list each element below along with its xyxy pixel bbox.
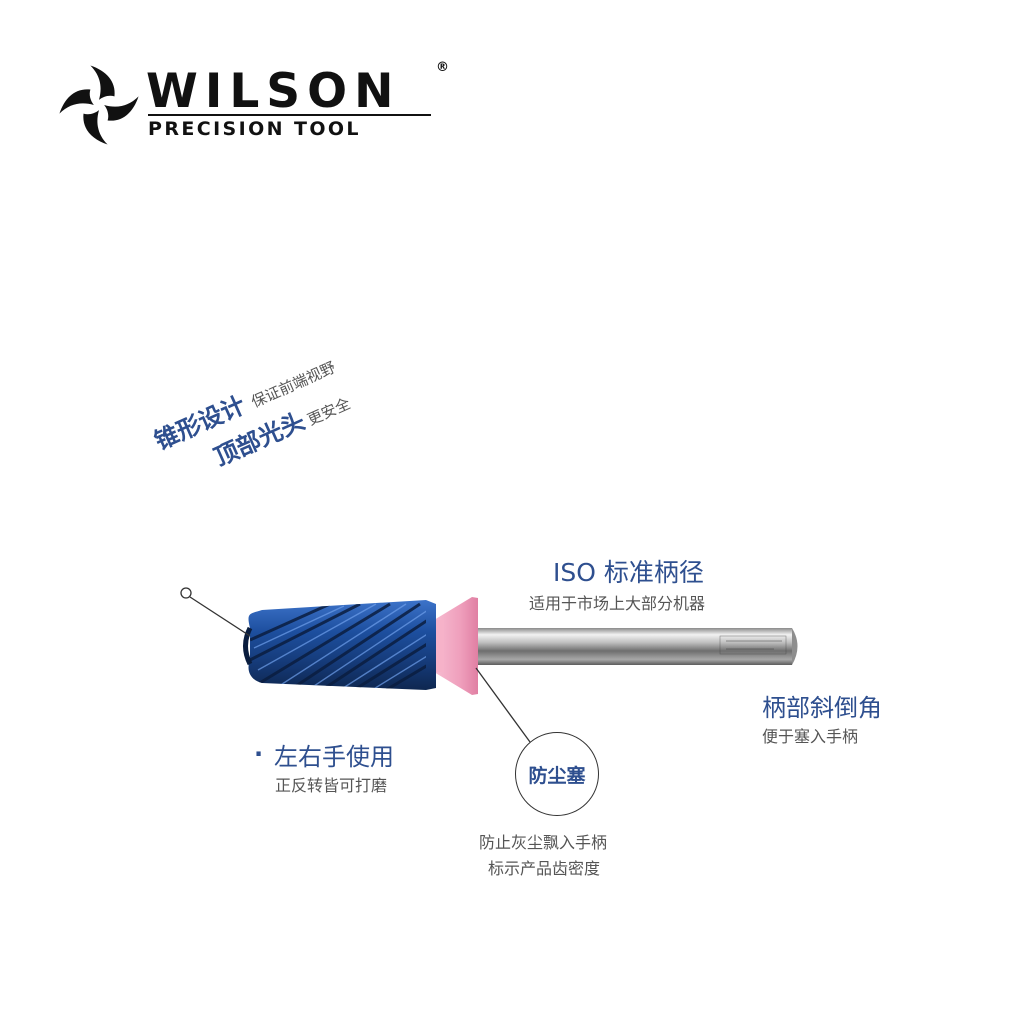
iso-shank-title: ISO 标准柄径 — [553, 558, 704, 587]
leader-lines — [180, 587, 531, 743]
shank — [470, 628, 798, 665]
brand-name: WILSON — [146, 64, 401, 119]
taper-callout: 锥形设计 保证前端视野 顶部光头 更安全 — [150, 358, 448, 568]
dust-cap — [434, 597, 478, 695]
left-right-subtitle: 正反转皆可打磨 — [275, 776, 388, 795]
bullet-dot: · — [254, 740, 264, 768]
iso-shank-subtitle: 适用于市场上大部分机器 — [529, 594, 706, 613]
dust-cap-subtitle-1: 防止灰尘飘入手柄 — [479, 833, 608, 852]
brand-tagline: PRECISION TOOL — [148, 118, 361, 140]
bit-head — [243, 600, 436, 690]
chamfer-title: 柄部斜倒角 — [762, 694, 882, 722]
dust-cap-subtitle-2: 标示产品齿密度 — [488, 859, 601, 878]
chamfer-subtitle: 便于塞入手柄 — [762, 727, 859, 746]
flat-top-subtitle: 更安全 — [304, 394, 354, 430]
brand-divider — [148, 114, 431, 116]
registered-mark: ® — [436, 60, 449, 75]
left-right-title: 左右手使用 — [274, 743, 394, 771]
brand-logo: WILSON ® PRECISION TOOL — [56, 58, 456, 150]
dust-cap-badge: 防尘塞 — [515, 732, 599, 816]
wilson-logo-icon — [59, 65, 139, 145]
dust-cap-title: 防尘塞 — [528, 764, 586, 787]
